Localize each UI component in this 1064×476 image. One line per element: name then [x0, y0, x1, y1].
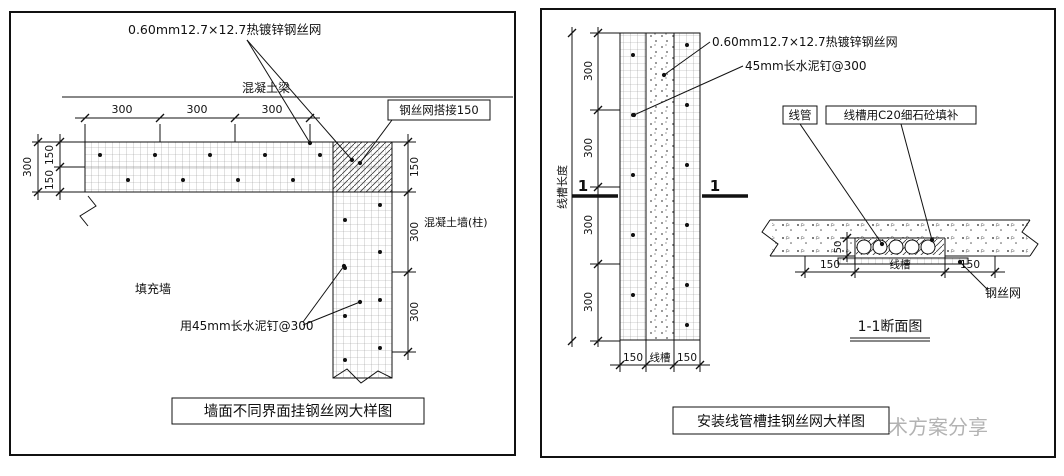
nail-spec-label: 45mm长水泥钉@300: [745, 59, 867, 73]
mesh-lap-hatch: [332, 141, 393, 193]
plan-leader-lines: [631, 41, 744, 118]
plan-bottom-dim-3: 150: [677, 352, 697, 364]
break-symbol-left: [761, 219, 779, 257]
break-symbol-right: [1021, 219, 1039, 257]
depth-dim-label: 50: [833, 241, 844, 254]
right-panel-texts: 0.60mm12.7×12.7热镀锌钢丝网 45mm长水泥钉@300 线槽长度 …: [555, 35, 1021, 439]
top-dimension-chain: [75, 113, 320, 142]
section-leader-lines: [799, 123, 989, 291]
right-dim-2: 300: [409, 222, 421, 242]
leader-lines: [246, 39, 393, 326]
fill-label: 线槽用C20细石砼填补: [844, 108, 959, 122]
left-panel-border: [9, 11, 516, 456]
right-dimension-chain: [392, 134, 416, 360]
plan-bottom-dim-2: 线槽: [650, 351, 671, 364]
mesh-spec-label-right: 0.60mm12.7×12.7热镀锌钢丝网: [712, 35, 898, 49]
right-panel-border: [540, 8, 1056, 458]
plan-left-dimension-chain: [567, 27, 620, 347]
break-symbol-band: [332, 368, 393, 384]
nail-dots: [98, 153, 382, 362]
wire-mesh-label: 钢丝网: [985, 286, 1021, 300]
left-drawing-title: 墙面不同界面挂钢丝网大样图: [204, 403, 393, 420]
section-bottom-dim-2: 线槽: [890, 258, 911, 271]
conduit-circles: [856, 239, 936, 255]
infill-wall-label: 填充墙: [135, 281, 171, 296]
left-outer-dim: 300: [22, 157, 34, 177]
plan-bottom-dimension-chain: [610, 340, 710, 372]
plan-left-dim-4: 300: [583, 292, 595, 312]
section-view: [761, 219, 1039, 265]
left-inner-dim-1: 150: [44, 145, 56, 165]
mesh-spec-label: 0.60mm12.7×12.7热镀锌钢丝网: [128, 22, 321, 37]
section-mark-right: 1: [710, 177, 720, 195]
section-mark-left: 1: [578, 177, 588, 195]
vertical-mesh-band: [332, 191, 393, 379]
conduit-label: 线管: [789, 108, 812, 122]
conduit-label-box: [782, 105, 818, 125]
left-panel-texts: 0.60mm12.7×12.7热镀锌钢丝网 混凝土梁 钢丝网搭接150 混凝土墙…: [22, 22, 488, 420]
plan-left-dim-2: 300: [583, 138, 595, 158]
left-panel: 0.60mm12.7×12.7热镀锌钢丝网 混凝土梁 钢丝网搭接150 混凝土墙…: [9, 11, 516, 456]
top-dim-2: 300: [187, 103, 208, 116]
plan-left-dim-3: 300: [583, 215, 595, 235]
plan-view-strip: [619, 32, 701, 341]
right-panel: 0.60mm12.7×12.7热镀锌钢丝网 45mm长水泥钉@300 线槽长度 …: [540, 8, 1056, 458]
cement-nail-label: 用45mm长水泥钉@300: [180, 319, 314, 333]
left-dimension-chain: [32, 134, 85, 200]
plan-nail-dots: [631, 43, 689, 327]
lap-label-box: [387, 99, 491, 121]
section-bottom-dim-1: 150: [820, 259, 840, 271]
depth-dimension: [840, 232, 855, 262]
break-symbol-wall: [79, 195, 97, 227]
concrete-wall-column-label: 混凝土墙(柱): [424, 215, 488, 229]
plan-bottom-dim-1: 150: [623, 352, 643, 364]
section-title: 1-1断面图: [858, 319, 923, 335]
right-dim-1: 150: [409, 157, 421, 177]
right-dim-3: 300: [409, 302, 421, 322]
fill-label-box: [825, 105, 977, 125]
section-mesh-strip: [837, 257, 969, 265]
watermark-text: 术方案分享: [888, 415, 988, 439]
left-title-box: [171, 397, 425, 425]
top-dim-1: 300: [112, 103, 133, 116]
mesh-lap-label: 钢丝网搭接150: [399, 103, 478, 117]
section-bottom-dim-3: 150: [960, 259, 980, 271]
concrete-beam-label: 混凝土梁: [242, 80, 290, 95]
right-title-box: [672, 406, 890, 435]
left-inner-dim-2: 150: [44, 170, 56, 190]
plan-left-dim-1: 300: [583, 61, 595, 81]
top-dim-3: 300: [262, 103, 283, 116]
groove-length-label: 线槽长度: [555, 165, 569, 209]
right-drawing-title: 安装线管槽挂钢丝网大样图: [697, 414, 865, 430]
